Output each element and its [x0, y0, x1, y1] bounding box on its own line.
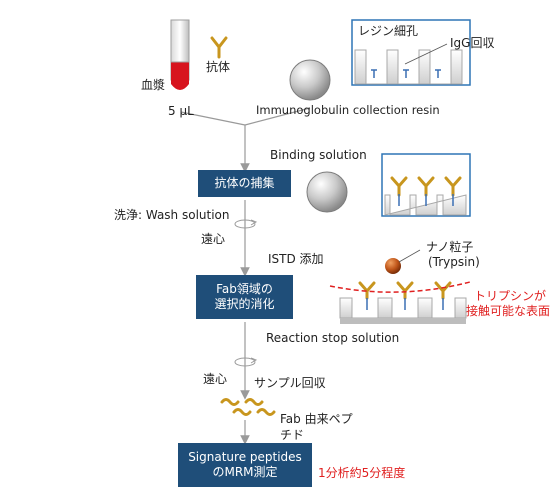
resin-pore-captured: [381, 153, 471, 217]
nanoparticle-icon: [385, 258, 401, 274]
fab-peptide-label-line1: Fab 由来ペプ: [280, 412, 353, 426]
step-line: Fab領域の: [216, 282, 273, 296]
istd-label: ISTD 添加: [268, 252, 324, 266]
fab-peptide-label-line2: チド: [280, 428, 305, 442]
step-line: 抗体の捕集: [214, 176, 275, 190]
volume-label: 5 μL: [168, 104, 194, 118]
sample-recovery-label: サンプル回収: [254, 376, 326, 390]
binding-solution-label: Binding solution: [270, 148, 367, 162]
step-line: Signature peptides: [188, 450, 302, 464]
trypsin-note-line2: 接触可能な表面: [466, 304, 550, 318]
step-mrm-measurement: Signature peptides のMRM測定: [178, 443, 312, 487]
resin-pore-label: レジン細孔: [358, 24, 419, 38]
resin-bead-icon: [289, 59, 331, 101]
peptide-icon: [220, 398, 276, 416]
step-line: 選択的消化: [214, 297, 275, 311]
centrifuge-icon: [234, 219, 258, 229]
resin-surface-digestion: [329, 281, 471, 324]
reaction-stop-label: Reaction stop solution: [266, 331, 400, 345]
step-line: のMRM測定: [212, 465, 278, 479]
serum-label: 血漿: [141, 78, 166, 92]
trypsin-note-line1: トリプシンが: [474, 289, 547, 303]
wash-label: 洗浄: Wash solution: [114, 208, 230, 222]
trypsin-label: (Trypsin): [428, 255, 480, 269]
antibody-icon: [210, 36, 228, 59]
resin-bead-icon: [306, 171, 348, 213]
analysis-time-note: 1分析約5分程度: [318, 466, 406, 480]
centrifuge-icon: [234, 357, 258, 367]
step-fab-digestion: Fab領域の 選択的消化: [196, 275, 293, 319]
step-antibody-capture: 抗体の捕集: [198, 170, 291, 197]
test-tube-icon: [170, 19, 190, 90]
antibody-label: 抗体: [206, 60, 231, 74]
igg-recovery-label: IgG回収: [450, 36, 495, 50]
resin-name-label: Immunoglobulin collection resin: [256, 103, 440, 117]
centrifuge-label: 遠心: [203, 372, 228, 386]
resin-pore-top: [351, 19, 471, 86]
nanoparticle-label: ナノ粒子: [426, 240, 474, 254]
centrifuge-label: 遠心: [201, 232, 226, 246]
